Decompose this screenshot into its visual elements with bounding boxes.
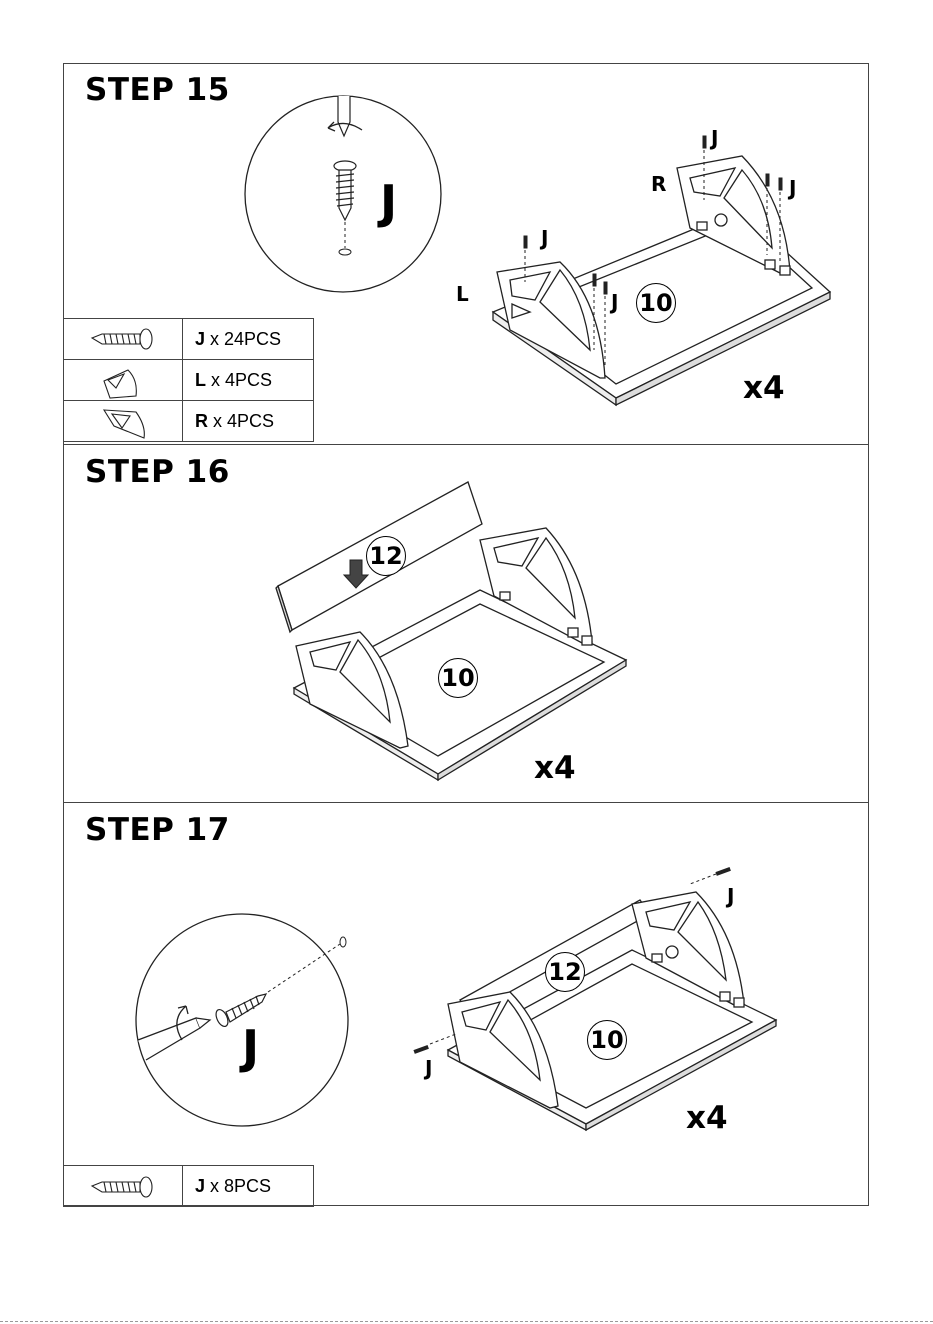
part-code: J — [195, 1176, 205, 1196]
repeat-multiplier: x4 — [534, 750, 576, 786]
part-callout-10: 10 — [587, 1020, 627, 1060]
part-quantity: x 4PCS — [211, 370, 272, 390]
step-16-title: STEP 16 — [85, 454, 230, 490]
left-bracket-icon — [64, 360, 183, 401]
parts-row: J x 8PCS — [64, 1166, 314, 1207]
parts-table: J x 24PCS L x 4PCS R x 4PCS — [63, 318, 314, 442]
label-j: J — [425, 1056, 432, 1080]
detail-letter-j: J — [242, 1020, 259, 1074]
part-callout-10: 10 — [636, 283, 676, 323]
part-quantity: x 4PCS — [213, 411, 274, 431]
label-l: L — [456, 282, 469, 306]
part-quantity: x 8PCS — [210, 1176, 271, 1196]
parts-row: L x 4PCS — [64, 360, 314, 401]
part-code: R — [195, 411, 208, 431]
part-code: L — [195, 370, 206, 390]
label-j: J — [711, 126, 718, 150]
part-callout-12: 12 — [545, 952, 585, 992]
part-quantity: x 24PCS — [210, 329, 281, 349]
parts-row: R x 4PCS — [64, 401, 314, 442]
right-bracket-icon — [64, 401, 183, 442]
part-callout-12: 12 — [366, 536, 406, 576]
part-code: J — [195, 329, 205, 349]
page-edge-dashes — [0, 1321, 933, 1322]
label-j: J — [611, 290, 618, 314]
label-j: J — [789, 176, 796, 200]
parts-table: J x 8PCS — [63, 1165, 314, 1207]
screw-icon — [64, 319, 183, 360]
detail-letter-j: J — [380, 175, 397, 229]
label-j: J — [541, 226, 548, 250]
repeat-multiplier: x4 — [743, 370, 785, 406]
repeat-multiplier: x4 — [686, 1100, 728, 1136]
step-17-title: STEP 17 — [85, 812, 230, 848]
part-callout-10: 10 — [438, 658, 478, 698]
screw-icon — [64, 1166, 183, 1207]
label-r: R — [651, 172, 666, 196]
label-j: J — [727, 884, 734, 908]
parts-row: J x 24PCS — [64, 319, 314, 360]
